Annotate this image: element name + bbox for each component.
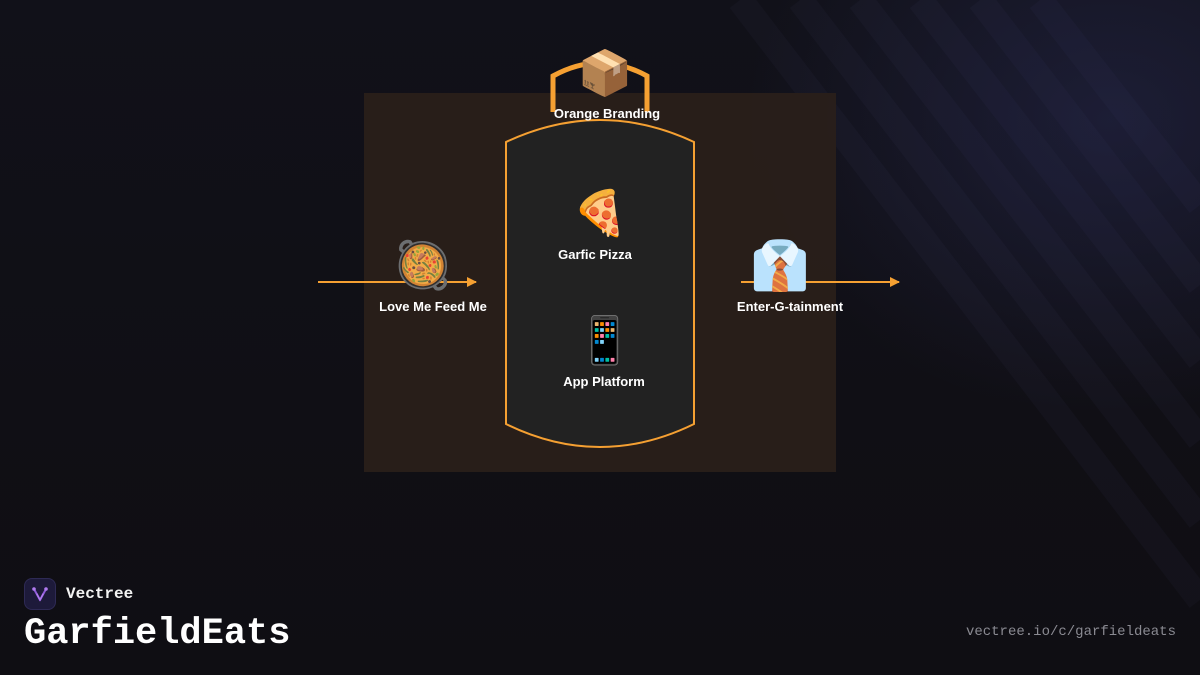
mobile-phone-icon: 📱 (576, 313, 633, 367)
node-label-love-me-feed-me: Love Me Feed Me (379, 299, 487, 314)
page-title: GarfieldEats (24, 613, 291, 655)
node-label-garfic-pizza: Garfic Pizza (558, 247, 632, 262)
package-icon: 📦 (578, 48, 633, 99)
pan-of-food-icon: 🥘 (394, 237, 451, 293)
node-label-orange-branding: Orange Branding (554, 106, 660, 121)
brand-row: Vectree (24, 577, 290, 611)
source-url[interactable]: vectree.io/c/garfieldeats (965, 624, 1176, 640)
platform-container (505, 119, 695, 448)
node-label-app-platform: App Platform (563, 374, 645, 389)
node-label-enter-g-tainment: Enter-G-tainment (737, 299, 844, 314)
pizza-icon: 🍕 (573, 188, 628, 239)
necktie-shirt-icon: 👔 (750, 238, 810, 294)
top-node-bracket (550, 60, 650, 112)
vectree-logo-icon (24, 578, 56, 610)
brand-name: Vectree (66, 585, 134, 603)
brand-block: Vectree GarfieldEats (24, 577, 290, 655)
